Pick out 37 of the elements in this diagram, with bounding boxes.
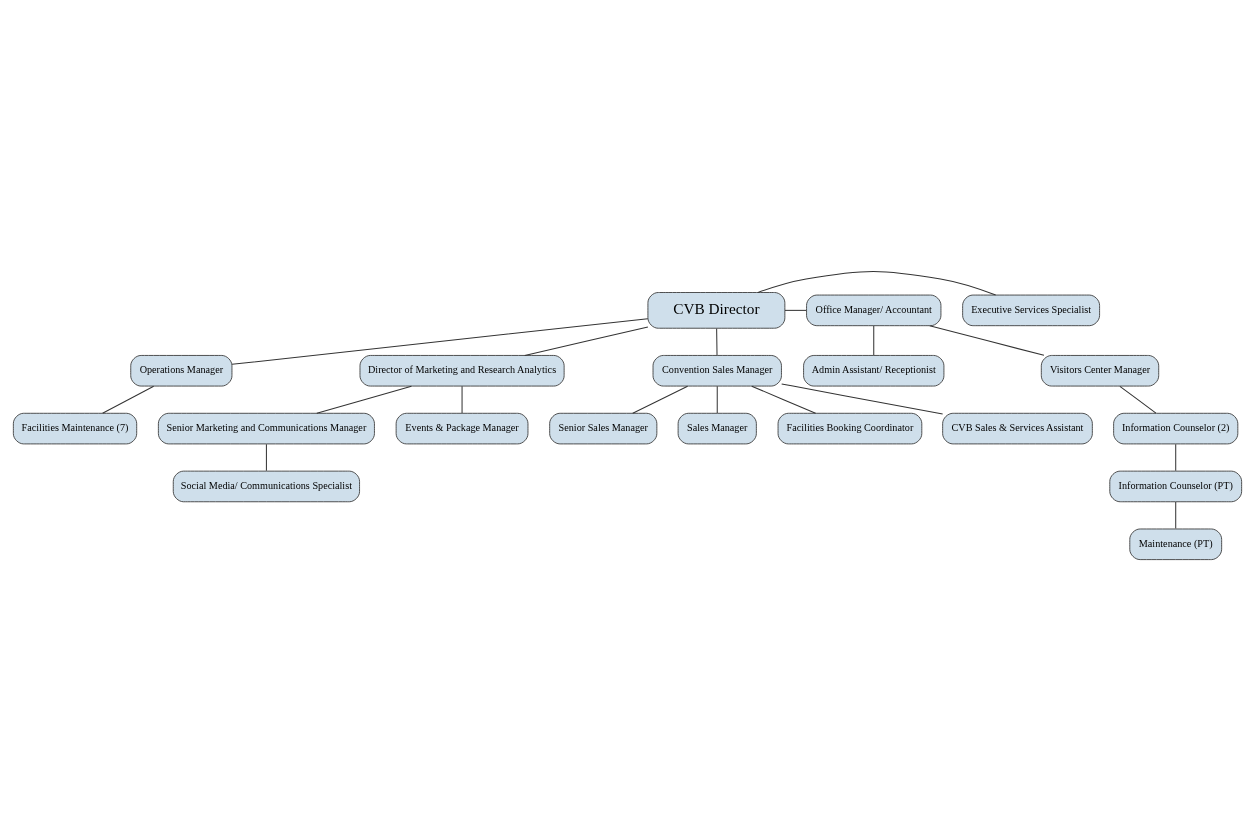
node-box: Social Media/ Communications Specialist [172, 470, 360, 502]
connector [1175, 443, 1177, 471]
node-box: Visitors Center Manager [1040, 354, 1160, 386]
connector [781, 382, 944, 414]
connector [524, 326, 649, 356]
connector [461, 385, 463, 413]
connector [716, 327, 718, 356]
node-box: Facilities Booking Coordinator [777, 412, 923, 444]
connector [784, 309, 807, 311]
node-box: CVB Sales & Services Assistant [942, 412, 1093, 444]
node-box: Senior Marketing and Communications Manager [157, 412, 375, 444]
node-box: Executive Services Specialist [962, 294, 1100, 326]
connector [929, 324, 1045, 356]
node-box: Convention Sales Manager [652, 354, 782, 386]
node-box: Office Manager/ Accountant [806, 294, 942, 326]
connector [873, 324, 875, 356]
node-box: Events & Package Manager [395, 412, 529, 444]
connector [716, 385, 718, 413]
node-box: Information Counselor (2) [1113, 412, 1239, 444]
connector [102, 385, 155, 414]
connector [231, 317, 649, 365]
connector [1175, 501, 1177, 529]
node-box: Director of Marketing and Research Analytics [359, 354, 565, 386]
node-box: Sales Manager [677, 412, 757, 444]
node-box: Admin Assistant/ Receptionist [803, 354, 945, 386]
node-box: Operations Manager [130, 354, 233, 386]
connector [316, 385, 412, 414]
node-box: Senior Sales Manager [549, 412, 658, 444]
connector [632, 385, 689, 414]
connector [757, 270, 997, 295]
node-box: Facilities Maintenance (7) [12, 412, 138, 444]
node-box: CVB Director [647, 291, 786, 329]
node-box: Maintenance (PT) [1129, 528, 1223, 560]
connector [751, 385, 817, 414]
node-box: Information Counselor (PT) [1109, 470, 1243, 502]
connector [265, 443, 267, 471]
connector [1119, 385, 1157, 414]
